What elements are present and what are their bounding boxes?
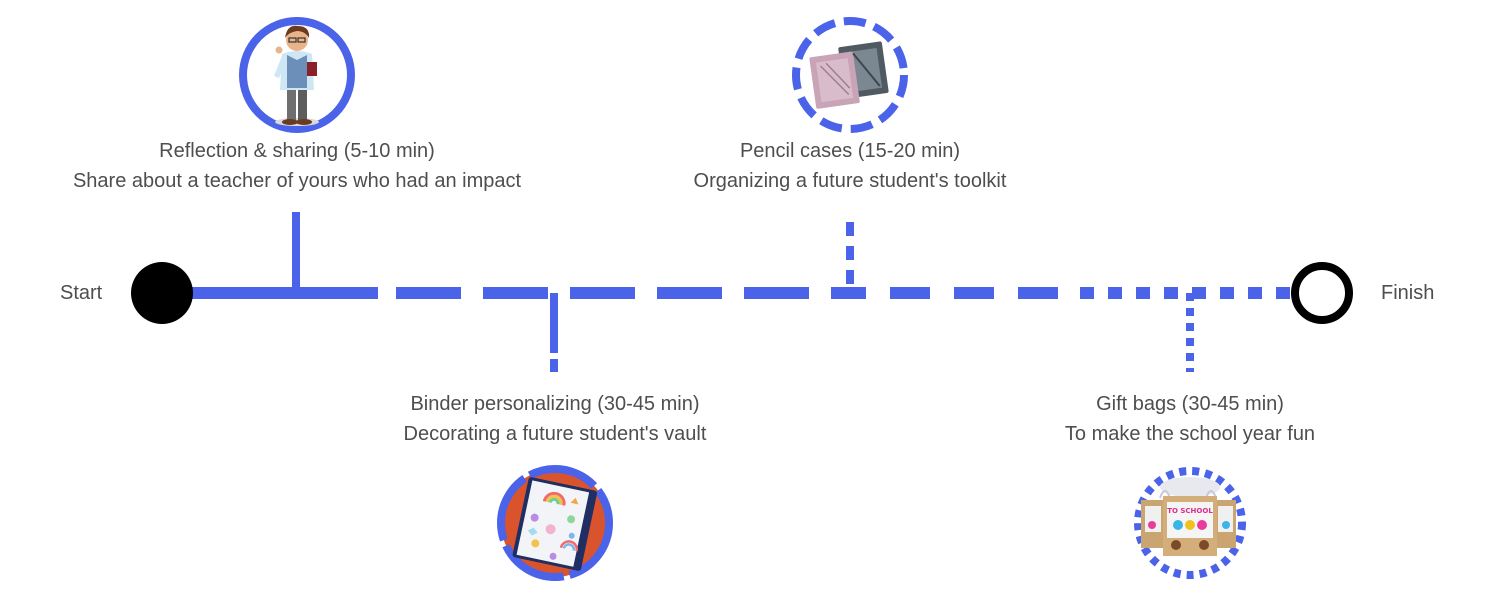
activity-title: Binder personalizing (30-45 min) [410, 393, 700, 415]
start-label: Start [60, 282, 103, 304]
activity-title: Pencil cases (15-20 min) [739, 140, 961, 162]
finish-node [1291, 262, 1353, 324]
activity-label-pencil: Pencil cases (15-20 min) Organizing a fu… [630, 136, 1070, 196]
teacher-figure-icon [239, 17, 355, 133]
activity-description: Decorating a future student's vault [403, 423, 707, 445]
activity-label-reflection: Reflection & sharing (5-10 min) Share ab… [27, 136, 567, 196]
gift-bag-text: TO SCHOOL [1167, 507, 1213, 515]
activity-label-giftbags: Gift bags (30-45 min) To make the school… [1000, 389, 1380, 449]
activity-description: Share about a teacher of yours who had a… [72, 170, 522, 192]
activity-title: Reflection & sharing (5-10 min) [159, 140, 435, 162]
activity-title: Gift bags (30-45 min) [1096, 393, 1284, 415]
start-node [131, 262, 193, 324]
gift-bags-icon: TO SCHOOL [1134, 467, 1246, 579]
activity-label-binder: Binder personalizing (30-45 min) Decorat… [335, 389, 775, 449]
activity-description: Organizing a future student's toolkit [693, 170, 1007, 192]
pencil-case-icon [792, 17, 908, 133]
activity-description: To make the school year fun [1064, 423, 1316, 445]
finish-label: Finish [1381, 282, 1435, 304]
decorated-binder-icon [497, 465, 613, 581]
